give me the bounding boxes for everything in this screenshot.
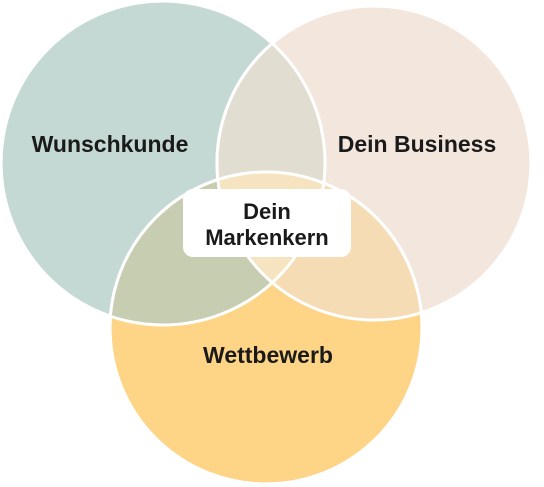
center-label-line-2: Markenkern [205, 225, 329, 250]
outline-wunschkunde [0, 0, 327, 327]
center-label-box [183, 189, 351, 257]
center-label-line-1: Dein [243, 199, 291, 224]
label-dein-business: Dein Business [338, 131, 497, 157]
outline-dein-business [215, 4, 533, 322]
outline-wettbewerb [108, 170, 424, 486]
label-wettbewerb: Wettbewerb [203, 342, 333, 368]
label-wunschkunde: Wunschkunde [32, 131, 189, 157]
